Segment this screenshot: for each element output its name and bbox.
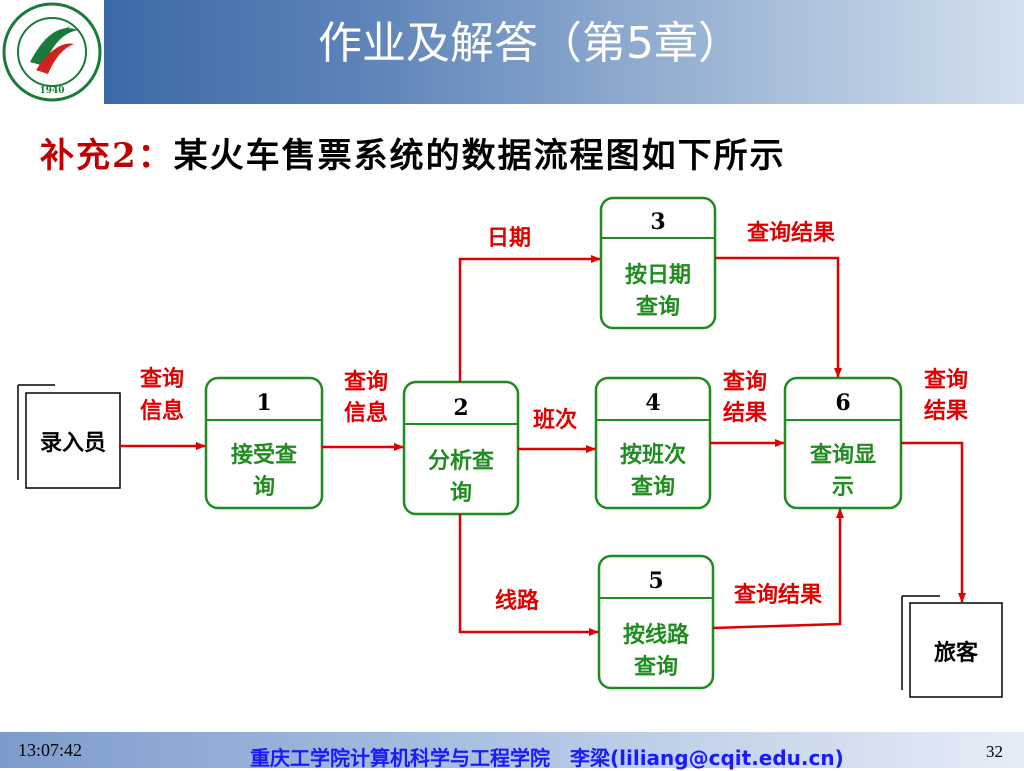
process-1: 1 接受查 询	[204, 376, 324, 510]
process-5-line1: 按线路	[623, 622, 690, 648]
logo-year: 1940	[39, 86, 64, 96]
flow-label-clerk-p1-line1: 查询	[140, 366, 184, 392]
flow-label-date: 日期	[487, 225, 531, 251]
flow-p2-to-p3	[458, 255, 601, 382]
process-6-id: 6	[835, 390, 850, 416]
process-4-id: 4	[645, 390, 660, 416]
school-logo: 1940	[0, 0, 104, 104]
entity-clerk-label: 录入员	[40, 430, 106, 456]
flow-label-trip: 班次	[533, 407, 577, 433]
process-1-line2: 询	[253, 474, 275, 500]
flow-p5-to-p6	[712, 508, 844, 630]
process-3-id: 3	[650, 209, 665, 235]
flow-label-p3-p6: 查询结果	[747, 220, 835, 246]
process-1-id: 1	[256, 390, 271, 416]
entity-passenger-label: 旅客	[934, 640, 979, 666]
footer-credit: 重庆工学院计算机科学与工程学院 李梁(liliang@cqit.edu.cn)	[250, 746, 844, 770]
process-6-line2: 示	[832, 474, 854, 500]
entity-clerk: 录入员	[17, 384, 121, 489]
process-4-line2: 查询	[631, 474, 675, 500]
data-flow-diagram: 录入员 旅客 1 接受查 询 2 分析查 询 3 按日期 查询 4 按班次 查询	[17, 196, 1003, 698]
page-number: 32	[986, 742, 1003, 761]
header-bar: 1940 作业及解答（第5章）	[0, 0, 1024, 104]
flow-label-p4-p6-line2: 结果	[723, 400, 767, 426]
process-2: 2 分析查 询	[402, 380, 520, 516]
process-2-line2: 询	[450, 480, 472, 506]
process-4-line1: 按班次	[620, 442, 686, 468]
flow-label-p4-p6-line1: 查询	[723, 369, 767, 395]
process-3: 3 按日期 查询	[599, 196, 717, 330]
process-5-id: 5	[648, 568, 663, 594]
process-5: 5 按线路 查询	[597, 554, 715, 690]
process-2-line1: 分析查	[428, 448, 494, 474]
process-3-line2: 查询	[636, 294, 680, 320]
entity-passenger: 旅客	[901, 595, 1003, 698]
process-2-id: 2	[453, 395, 468, 421]
flow-label-p6-passenger-line2: 结果	[924, 398, 968, 424]
flow-label-clerk-p1-line2: 信息	[140, 398, 184, 424]
footer-bar	[0, 732, 1024, 768]
flow-p2-to-p5	[458, 514, 599, 636]
process-1-line1: 接受查	[231, 442, 297, 468]
process-5-line2: 查询	[634, 654, 678, 680]
process-3-line1: 按日期	[625, 262, 691, 288]
flow-label-p1-p2-line1: 查询	[344, 369, 388, 395]
flow-label-p6-passenger-line1: 查询	[924, 367, 968, 393]
subtitle: 补充2：某火车售票系统的数据流程图如下所示	[40, 128, 786, 177]
process-4: 4 按班次 查询	[594, 376, 712, 510]
flow-p3-to-p6	[715, 256, 842, 378]
footer-time: 13:07:42	[18, 740, 83, 760]
subtitle-prefix: 补充2：	[40, 136, 174, 176]
page-title: 作业及解答（第5章）	[318, 18, 742, 69]
process-6: 6 查询显 示	[783, 376, 903, 510]
process-6-line1: 查询显	[810, 442, 876, 468]
flow-label-p1-p2-line2: 信息	[344, 400, 388, 426]
flow-label-p5-p6: 查询结果	[734, 582, 822, 608]
subtitle-text: 某火车售票系统的数据流程图如下所示	[173, 136, 786, 176]
flow-p6-to-passenger	[901, 441, 966, 603]
flow-label-route: 线路	[495, 588, 540, 614]
